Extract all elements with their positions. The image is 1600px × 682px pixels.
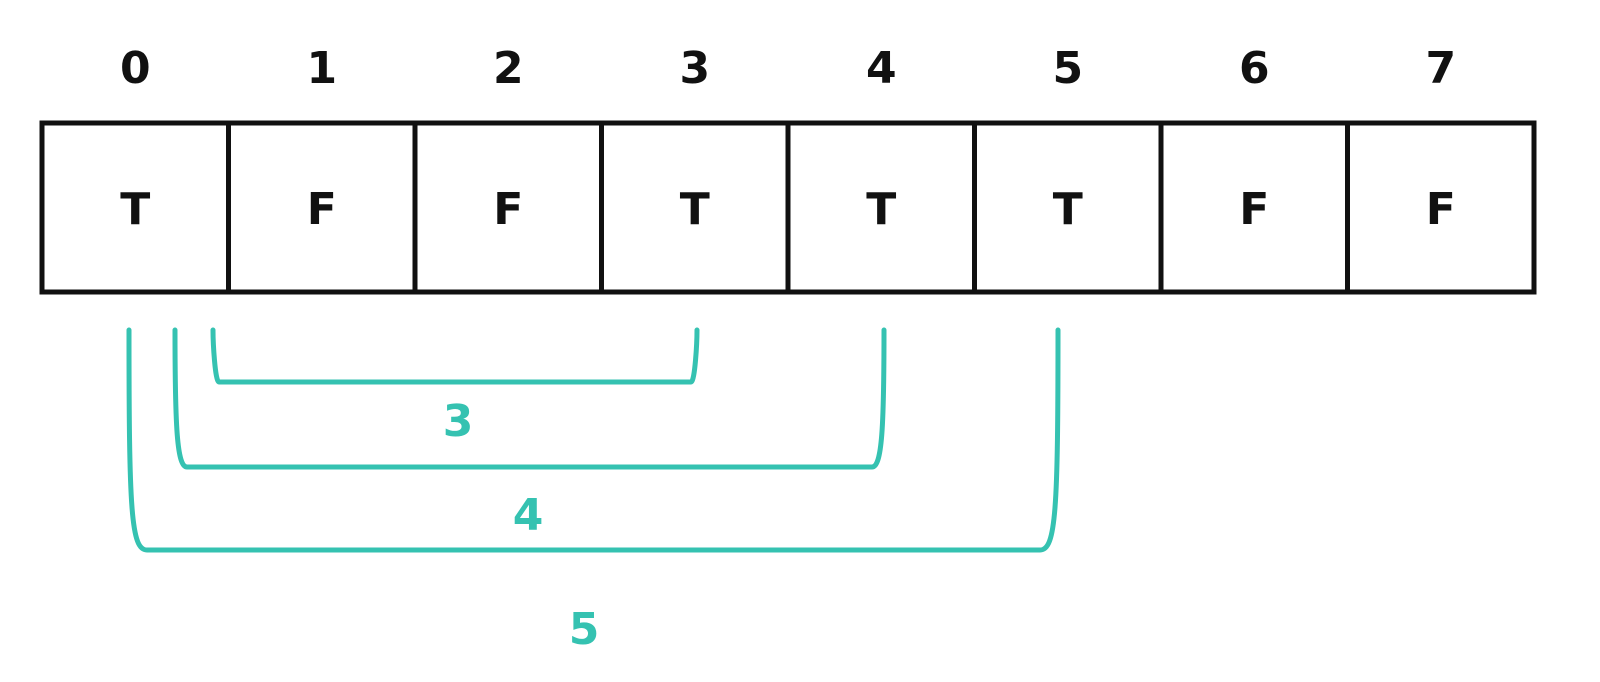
cell-value: F xyxy=(1426,184,1456,235)
span-bracket xyxy=(126,327,1061,553)
index-row: 0 1 2 3 4 5 6 7 xyxy=(120,43,1456,94)
index-label: 0 xyxy=(120,43,151,94)
cell-value: T xyxy=(680,184,710,235)
cell-value: T xyxy=(1053,184,1083,235)
span-length-label: 4 xyxy=(513,490,544,541)
array-cell xyxy=(226,120,418,295)
span-bracket xyxy=(210,327,700,385)
index-label: 2 xyxy=(493,43,524,94)
array-cell xyxy=(412,120,604,295)
index-label: 6 xyxy=(1239,43,1270,94)
index-label: 4 xyxy=(866,43,897,94)
array-cell xyxy=(972,120,1164,295)
cell-value: F xyxy=(1239,184,1269,235)
span-bracket xyxy=(172,327,887,470)
array-cell xyxy=(1158,120,1350,295)
index-label: 1 xyxy=(306,43,337,94)
span-length-label: 3 xyxy=(443,396,474,447)
index-label: 7 xyxy=(1425,43,1456,94)
cell-value: F xyxy=(307,184,337,235)
array-cell xyxy=(1345,120,1537,295)
span-length-label: 5 xyxy=(569,604,600,655)
index-label: 5 xyxy=(1052,43,1083,94)
cell-value: T xyxy=(120,184,150,235)
cell-value: F xyxy=(493,184,523,235)
span-brackets: 34 5 xyxy=(126,327,1061,655)
index-label: 3 xyxy=(679,43,710,94)
cell-value: T xyxy=(866,184,896,235)
array-cell xyxy=(785,120,977,295)
array-cell xyxy=(39,120,231,295)
